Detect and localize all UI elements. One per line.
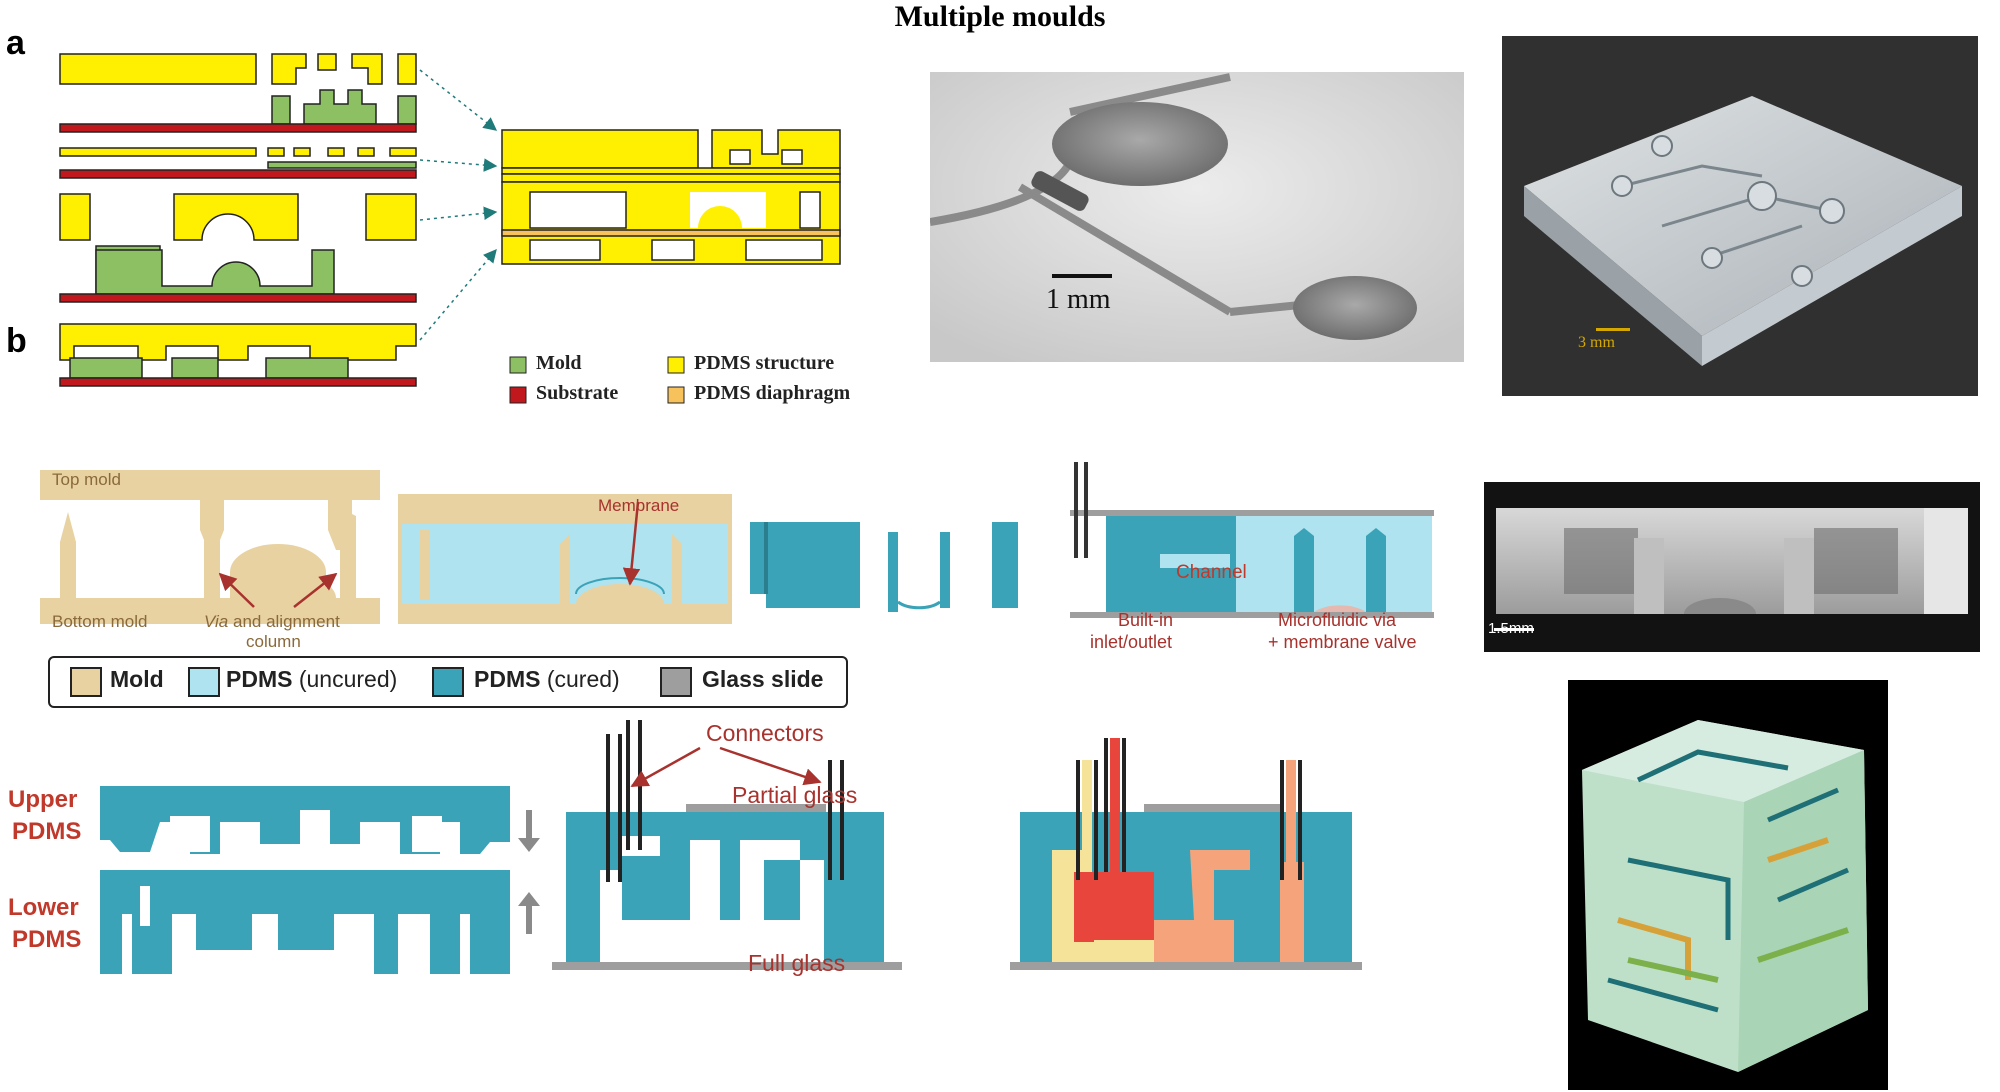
- legend-b-mold: Mold: [110, 666, 164, 692]
- label-membrane-valve: + membrane valve: [1268, 632, 1417, 652]
- b-step1-mold: [40, 470, 380, 624]
- label-partial-glass: Partial glass: [732, 782, 858, 808]
- a-layer2: [59, 147, 257, 157]
- panel-b-photo-crosssection: [1484, 482, 1980, 652]
- panel-b-letter: b: [6, 322, 27, 360]
- label-top-mold: Top mold: [52, 470, 121, 489]
- panel-a-photo-device: [930, 72, 1464, 362]
- figure-title: Multiple moulds: [894, 0, 1106, 33]
- b-flow-device: [1010, 738, 1362, 970]
- legend-swatch-mold: [70, 667, 102, 697]
- a-stack-top: [501, 129, 699, 169]
- label-membrane: Membrane: [598, 496, 680, 515]
- panel-b-bottom-schematic: [100, 720, 1362, 974]
- legend-pdms-structure: PDMS structure: [694, 352, 835, 374]
- a-mold1: [271, 95, 291, 125]
- photo2-scale-label: 3 mm: [1578, 334, 1615, 351]
- legend-pdms-diaphragm: PDMS diaphragm: [694, 382, 851, 404]
- label-lower-pdms: PDMS: [12, 926, 82, 953]
- a-substrate4: [59, 377, 417, 387]
- photo1-scale-label: 1 mm: [1046, 284, 1111, 315]
- label-full-glass: Full glass: [748, 950, 846, 976]
- label-upper-pdms: PDMS: [12, 818, 82, 845]
- legend-substrate: Substrate: [536, 382, 619, 404]
- legend-b-glass: Glass slide: [702, 666, 824, 692]
- label-connectors: Connectors: [706, 720, 824, 746]
- a-substrate1: [59, 123, 417, 133]
- label-column: column: [246, 632, 301, 651]
- panel-a-photo-chip: [1502, 36, 1978, 396]
- legend-swatch-cured: [432, 667, 464, 697]
- label-bottom-mold: Bottom mold: [52, 612, 148, 631]
- legend-b-uncured: PDMS (uncured): [226, 666, 398, 692]
- label-inlet-outlet: inlet/outlet: [1090, 632, 1173, 652]
- legend-swatch-uncured: [188, 667, 220, 697]
- a-layer3-left: [59, 193, 91, 241]
- b-bonded-device: [552, 720, 902, 970]
- label-microfluidic-via: Microfluidic via: [1278, 610, 1397, 630]
- a-layer1-block: [59, 53, 257, 85]
- b-step4-assembled: [1070, 462, 1434, 618]
- a-substrate2: [59, 169, 417, 179]
- label-via: Via and alignment: [204, 612, 340, 631]
- a-layer1-notch1: [271, 53, 307, 85]
- a-mold4: [69, 357, 143, 379]
- b-assembly-arrows: [518, 810, 540, 934]
- label-upper: Upper: [8, 786, 78, 813]
- photo-b1-scale-label: 1.5mm: [1488, 620, 1534, 637]
- b-step2-filled: [398, 494, 732, 624]
- label-built-in: Built-in: [1118, 610, 1174, 630]
- b-step3-cured: [750, 522, 1018, 612]
- legend-swatch-glass: [660, 667, 692, 697]
- panel-b-top-schematic: [40, 462, 1434, 624]
- label-lower: Lower: [8, 894, 79, 921]
- panel-a-letter: a: [6, 24, 25, 62]
- legend-mold: Mold: [536, 352, 582, 374]
- a-layer4: [59, 323, 417, 361]
- label-channel: Channel: [1176, 562, 1247, 583]
- panel-a-schematic: [59, 53, 841, 404]
- a-layer3-center: [173, 193, 299, 241]
- a-substrate3: [59, 293, 417, 303]
- b-upper-lower-pdms: [100, 786, 510, 974]
- panel-a-legend: [509, 356, 685, 404]
- panel-b-photo-cube: [1568, 680, 1888, 1090]
- legend-b-cured: PDMS (cured): [474, 666, 620, 692]
